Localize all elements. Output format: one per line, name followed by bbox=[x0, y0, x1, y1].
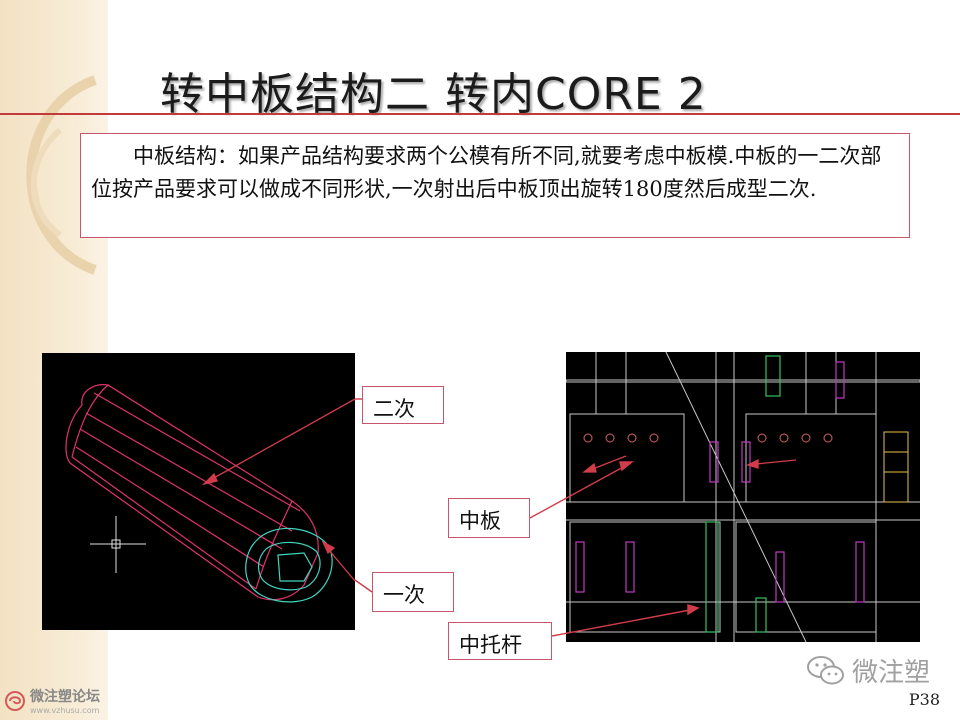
swirl-logo-icon bbox=[5, 690, 25, 711]
product-wireframe-image bbox=[42, 353, 355, 630]
label-first-shot: 一次 bbox=[372, 572, 454, 612]
band-swirl-decoration bbox=[26, 75, 97, 275]
wechat-icon bbox=[806, 655, 844, 684]
forum-url: www.vzhusu.com bbox=[30, 706, 100, 715]
wechat-watermark: 微注塑 bbox=[806, 652, 930, 689]
label-second-shot: 二次 bbox=[362, 386, 444, 424]
forum-logo: 微注塑论坛 www.vzhusu.com bbox=[4, 686, 100, 715]
crosshair-cursor-icon bbox=[90, 516, 146, 573]
label-first-shot-text: 一次 bbox=[383, 583, 425, 607]
description-box: 中板结构：如果产品结构要求两个公模有所不同,就要考虑中板模.中板的一二次部位按产… bbox=[80, 133, 910, 238]
first-shot-insert-wireframe bbox=[245, 527, 333, 603]
mold-assembly-drawing bbox=[566, 352, 920, 642]
description-text: 中板结构：如果产品结构要求两个公模有所不同,就要考虑中板模.中板的一二次部位按产… bbox=[91, 144, 882, 201]
forum-name: 微注塑论坛 bbox=[30, 689, 100, 705]
title-rule bbox=[0, 113, 960, 115]
product-body-wireframe bbox=[65, 384, 319, 601]
slide-title: 转中板结构二 转内CORE 2 bbox=[160, 69, 707, 120]
label-second-shot-text: 二次 bbox=[373, 397, 415, 421]
page-number: P38 bbox=[908, 690, 940, 709]
watermark-text: 微注塑 bbox=[851, 658, 930, 688]
label-middle-plate-rod: 中托杆 bbox=[448, 622, 552, 660]
label-middle-plate-rod-text: 中托杆 bbox=[459, 633, 522, 657]
label-middle-plate: 中板 bbox=[448, 498, 530, 538]
label-middle-plate-text: 中板 bbox=[459, 509, 501, 533]
